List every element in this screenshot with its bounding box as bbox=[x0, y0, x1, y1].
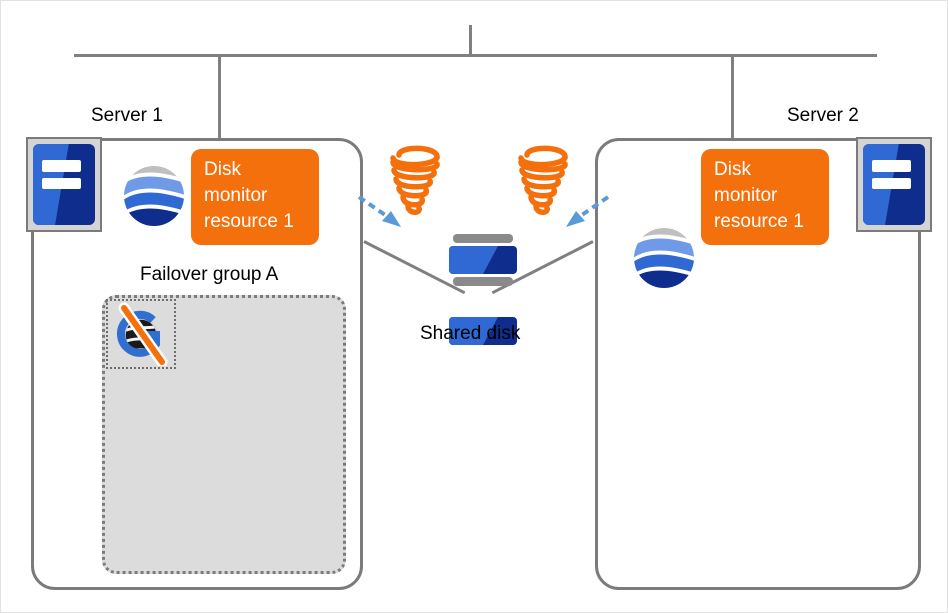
shared-disk-icon bbox=[449, 234, 517, 345]
shared-disk-label: Shared disk bbox=[420, 323, 521, 344]
tornado-icon bbox=[507, 142, 579, 226]
dashed-arrow-icon bbox=[357, 193, 413, 233]
network-drop-line-server-1 bbox=[218, 54, 221, 140]
resource-line-1: Disk bbox=[714, 159, 751, 180]
failover-group-a-resource-slot[interactable] bbox=[106, 299, 176, 369]
resource-line-2: monitor bbox=[714, 185, 778, 206]
disk-cap-middle bbox=[453, 277, 513, 286]
tornado-icon bbox=[379, 142, 451, 226]
failover-group-a-box[interactable] bbox=[102, 295, 346, 574]
resource-line-3: resource 1 bbox=[204, 211, 294, 232]
failover-group-a-label: Failover group A bbox=[140, 264, 279, 285]
resource-line-3: resource 1 bbox=[714, 211, 804, 232]
server-icon bbox=[26, 137, 102, 232]
disk-cap-top bbox=[453, 234, 513, 243]
disk-unit-1 bbox=[449, 246, 517, 274]
dashed-arrow-icon bbox=[554, 193, 610, 233]
resource-line-2: monitor bbox=[204, 185, 268, 206]
globe-icon bbox=[123, 165, 185, 227]
server-2-label: Server 2 bbox=[787, 105, 859, 126]
server-2-disk-monitor-resource[interactable]: Disk monitor resource 1 bbox=[701, 149, 829, 245]
group-resource-icon bbox=[109, 302, 173, 368]
network-uplink-line bbox=[469, 25, 472, 55]
disk-unit-2 bbox=[449, 317, 517, 345]
network-bus-line bbox=[74, 54, 877, 57]
network-drop-line-server-2 bbox=[731, 54, 734, 140]
server-1-label: Server 1 bbox=[91, 105, 163, 126]
resource-line-1: Disk bbox=[204, 159, 241, 180]
globe-icon bbox=[633, 227, 695, 289]
server-1-disk-monitor-resource[interactable]: Disk monitor resource 1 bbox=[191, 149, 319, 245]
server-icon bbox=[856, 137, 932, 232]
